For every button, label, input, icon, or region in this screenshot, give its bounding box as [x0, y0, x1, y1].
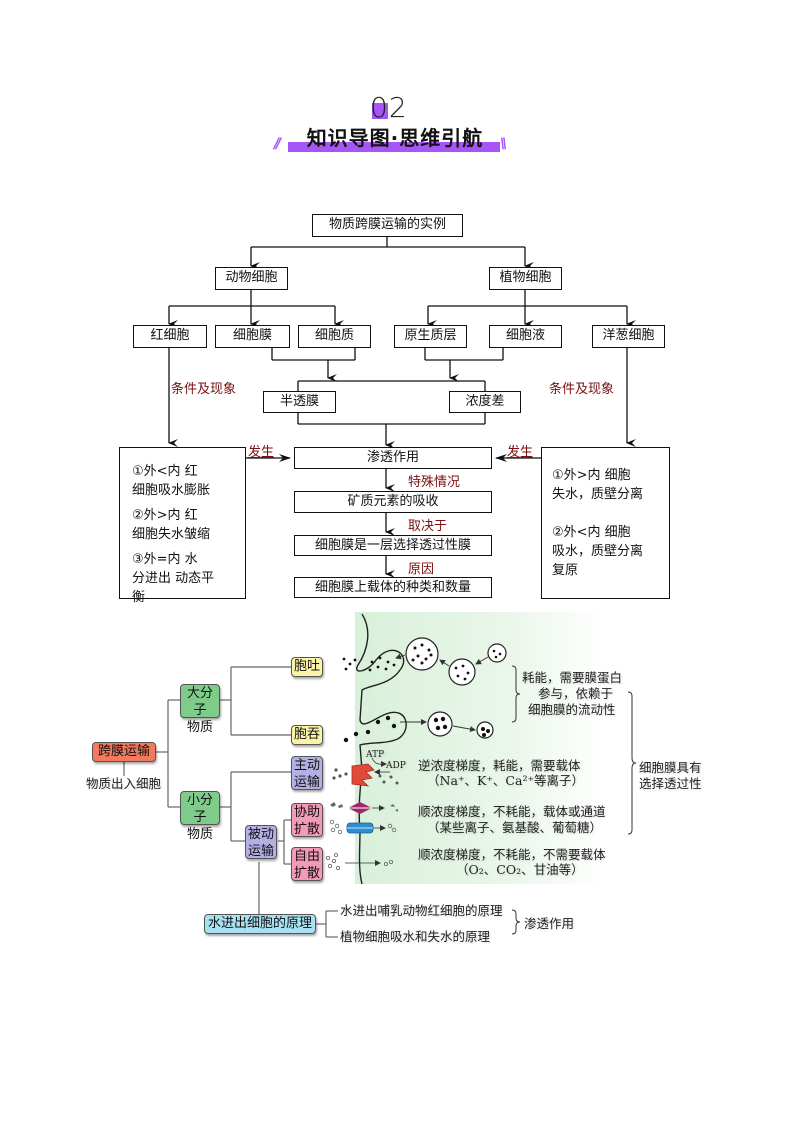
- condition-line: 衡: [132, 590, 146, 605]
- carrier-channel-icon: [346, 822, 374, 834]
- condition-line: ③外=内 水: [132, 552, 198, 567]
- osmosis-box: 渗透作用: [294, 447, 492, 469]
- active-transport-desc-line2: （Na⁺、K⁺、Ca²⁺等离子）: [427, 773, 585, 788]
- atp-label: ATP: [366, 750, 385, 760]
- condition-label-right: 条件及现象: [549, 382, 615, 397]
- condition-line: 细胞失水皱缩: [132, 527, 211, 542]
- cell-sap-box: 细胞液: [489, 325, 562, 348]
- condition-line: 分进出 动态平: [132, 571, 215, 586]
- bulk-transport-desc-line1: 耗能，需要膜蛋白: [522, 670, 623, 685]
- semi-permeable-box: 半透膜: [263, 391, 336, 413]
- water-item-red-cell: 水进出哺乳动物红细胞的原理: [340, 903, 503, 918]
- special-case-label: 特殊情况: [408, 475, 461, 490]
- small-molecule-node: 小分子 物质: [180, 791, 220, 842]
- node-label-line: 大分子: [186, 686, 213, 718]
- facilitated-diffusion-node: 协助 扩散: [291, 803, 323, 837]
- vesicle-icon: [476, 721, 494, 739]
- section-number: 02: [370, 91, 408, 124]
- node-label-line: 物质: [186, 827, 213, 842]
- exocytosis-node: 胞吐: [291, 657, 323, 677]
- vesicle-icon: [427, 711, 453, 737]
- onion-cell-box: 洋葱细胞: [592, 325, 665, 348]
- carrier-types-box: 细胞膜上载体的种类和数量: [294, 577, 492, 598]
- selective-permeability-line1: 细胞膜具有: [639, 760, 702, 775]
- reason-label: 原因: [408, 562, 435, 577]
- facilitated-desc-line2: （某些离子、氨基酸、葡萄糖）: [427, 820, 603, 835]
- depends-on-label: 取决于: [408, 519, 448, 534]
- cell-membrane-box: 细胞膜: [215, 325, 290, 348]
- vesicle-icon: [487, 643, 507, 663]
- carrier-protein-icon: [351, 763, 375, 787]
- red-blood-cell-box: 红细胞: [133, 325, 207, 348]
- condition-label-left: 条件及现象: [171, 382, 237, 397]
- node-label-line: 运输: [247, 844, 274, 859]
- condition-line: 吸水，质壁分离: [552, 544, 644, 559]
- selective-membrane-box: 细胞膜是一层选择透过性膜: [294, 535, 492, 556]
- root-subtitle: 物质出入细胞: [86, 776, 162, 791]
- selective-permeability-line2: 选择透过性: [639, 776, 702, 791]
- protoplast-layer-box: 原生质层: [394, 325, 467, 348]
- section-title: 知识导图·思维引航: [306, 126, 484, 150]
- brace-osmosis: [511, 909, 521, 935]
- free-diffusion-desc-line1: 顺浓度梯度，不耗能，不需要载体: [418, 847, 606, 862]
- condition-line: ①外<内 红: [132, 464, 198, 479]
- condition-line: 失水，质壁分离: [552, 487, 644, 502]
- concentration-diff-box: 浓度差: [449, 391, 521, 413]
- free-diffusion-node: 自由 扩散: [291, 847, 323, 881]
- condition-line: 复原: [552, 563, 579, 578]
- animal-cell-box: 动物细胞: [215, 267, 288, 290]
- vesicle-icon: [448, 658, 476, 686]
- flow-root-box: 物质跨膜运输的实例: [312, 214, 463, 237]
- animal-cell-conditions-box: ①外<内 红 细胞吸水膨胀 ②外>内 红 细胞失水皱缩 ③外=内 水 分进出 动…: [119, 447, 246, 605]
- plant-cell-conditions-box: ①外>内 细胞 失水，质壁分离 ②外<内 细胞 吸水，质壁分离 复原: [541, 447, 670, 599]
- passive-transport-node: 被动 运输: [245, 825, 277, 859]
- node-label-line: 扩散: [293, 822, 320, 837]
- header-title-highlight: [288, 142, 500, 152]
- cytoplasm-box: 细胞质: [298, 325, 371, 348]
- active-transport-desc-line1: 逆浓度梯度，耗能，需要载体: [418, 758, 581, 773]
- node-label-line: 自由: [293, 849, 320, 864]
- brace-selective-permeability: [627, 691, 637, 835]
- condition-line: ①外>内 细胞: [552, 468, 631, 483]
- endocytosis-node: 胞吞: [291, 725, 323, 745]
- water-principle-node: 水进出细胞的原理: [204, 914, 316, 934]
- osmosis-label: 渗透作用: [524, 916, 575, 931]
- active-transport-node: 主动 运输: [291, 756, 323, 790]
- condition-line: 细胞吸水膨胀: [132, 483, 211, 498]
- header-slash-right-decoration: \\: [500, 136, 507, 152]
- node-label-line: 物质: [186, 720, 213, 735]
- node-label-line: 被动: [247, 827, 274, 842]
- mineral-absorption-box: 矿质元素的吸收: [294, 491, 492, 513]
- header-slash-left-decoration: //: [274, 136, 281, 152]
- bulk-transport-desc-line2: 参与，依赖于: [538, 686, 614, 701]
- facilitated-desc-line1: 顺浓度梯度，不耗能，载体或通道: [418, 804, 606, 819]
- plant-cell-box: 植物细胞: [489, 267, 562, 290]
- node-label-line: 主动: [293, 758, 320, 773]
- occur-label-left: 发生: [248, 445, 275, 460]
- water-item-plant-cell: 植物细胞吸水和失水的原理: [340, 929, 491, 944]
- condition-line: ②外>内 红: [132, 508, 198, 523]
- cell-membrane-line: [356, 613, 407, 885]
- condition-line: ②外<内 细胞: [552, 525, 631, 540]
- brace-bulk-transport: [511, 665, 521, 723]
- node-label-line: 扩散: [293, 866, 320, 881]
- node-label-line: 协助: [293, 805, 320, 820]
- channel-protein-icon: [348, 802, 372, 814]
- adp-label: ADP: [386, 761, 406, 771]
- node-label-line: 小分子: [186, 793, 213, 825]
- free-diffusion-desc-line2: （O₂、CO₂、甘油等）: [456, 862, 584, 877]
- bulk-transport-desc-line3: 细胞膜的流动性: [528, 702, 616, 717]
- macromolecule-node: 大分子 物质: [180, 684, 220, 735]
- flowchart-connectors: [168, 237, 636, 578]
- occur-label-right: 发生: [507, 445, 534, 460]
- vesicle-icon: [405, 637, 439, 671]
- node-label-line: 运输: [293, 775, 320, 790]
- mindmap-root-node: 跨膜运输: [92, 742, 156, 762]
- header-number-accent: [372, 103, 388, 119]
